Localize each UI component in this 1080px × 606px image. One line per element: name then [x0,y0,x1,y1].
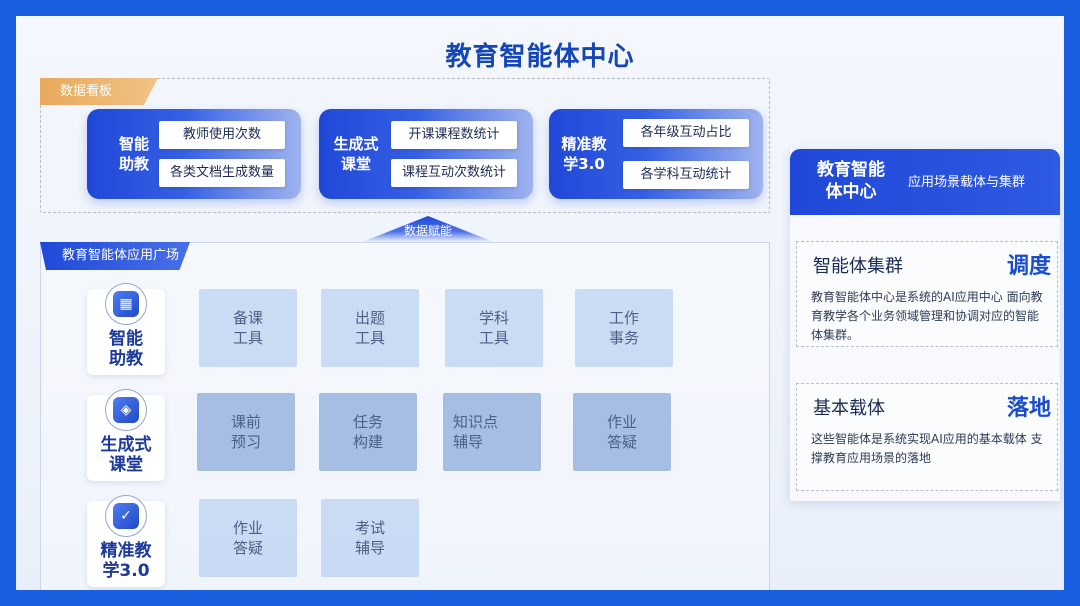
center-panel-subtitle: 应用场景载体与集群 [908,175,1026,190]
row-label: 生成式 课堂 [100,435,152,475]
tool-card[interactable]: 工作 事务 [575,289,673,367]
user-check-icon: ✓ [105,495,147,537]
section-text: 这些智能体是系统实现AI应用的基本载体 支撑教育应用场景的落地 [811,432,1043,465]
tool-card[interactable]: 作业 答疑 [573,393,671,471]
section-tag: 调度 [1006,254,1051,279]
section-title: 基本载体 [813,398,885,419]
section-cluster: 智能体集群 调度 教育智能体中心是系统的AI应用中心 面向教育教学各个业务领域管… [796,241,1058,347]
data-board-tag: 数据看板 [40,78,158,105]
tool-card[interactable]: 学科 工具 [445,289,543,367]
module-name: 生成式 课堂 [333,135,379,173]
apps-icon: ▦ [105,283,147,325]
module-precision: 精准教 学3.0 各年级互动占比 各学科互动统计 [549,109,763,199]
tool-card[interactable]: 考试 辅导 [321,499,419,577]
metric-item: 各类文档生成数量 [159,159,285,187]
enable-label: 数据赋能 [403,224,452,238]
center-panel: 教育智能 体中心 应用场景载体与集群 智能体集群 调度 教育智能体中心是系统的A… [790,149,1060,501]
module-assistant: 智能 助教 教师使用次数 各类文档生成数量 [87,109,301,199]
center-panel-title: 教育智能 体中心 [817,160,885,202]
tool-card[interactable]: 课前 预习 [197,393,295,471]
metric-item: 教师使用次数 [159,121,285,149]
metric-item: 开课课程数统计 [391,121,517,149]
section-text: 教育智能体中心是系统的AI应用中心 面向教育教学各个业务领域管理和协调对应的智能… [811,290,1043,342]
row-assistant[interactable]: ▦ 智能 助教 [87,283,165,375]
tool-card[interactable]: 作业 答疑 [199,499,297,577]
slide-frame: 教育智能体中心 数据看板 智能 助教 教师使用次数 各类文档生成数量 生成式 课… [16,16,1064,590]
data-board: 数据看板 智能 助教 教师使用次数 各类文档生成数量 生成式 课堂 开课课程数统… [40,78,770,213]
row-precision[interactable]: ✓ 精准教 学3.0 [87,495,165,587]
module-classroom: 生成式 课堂 开课课程数统计 课程互动次数统计 [319,109,533,199]
page-title: 教育智能体中心 [445,42,635,72]
row-classroom[interactable]: ◈ 生成式 课堂 [87,389,165,481]
section-carrier: 基本载体 落地 这些智能体是系统实现AI应用的基本载体 支撑教育应用场景的落地 [796,383,1058,491]
metric-item: 各年级互动占比 [623,119,749,147]
tool-card[interactable]: 出题 工具 [321,289,419,367]
section-tag: 落地 [1006,396,1051,421]
tool-card[interactable]: 备课 工具 [199,289,297,367]
cube-icon: ◈ [105,389,147,431]
row-label: 智能 助教 [109,329,143,369]
metric-item: 各学科互动统计 [623,161,749,189]
tool-card[interactable]: 任务 构建 [319,393,417,471]
module-name: 智能 助教 [118,135,149,173]
plaza-tag: 教育智能体应用广场 [40,242,190,270]
metric-item: 课程互动次数统计 [391,159,517,187]
row-label: 精准教 学3.0 [100,541,152,581]
module-name: 精准教 学3.0 [561,135,607,173]
center-panel-header: 教育智能 体中心 应用场景载体与集群 [790,149,1060,215]
section-title: 智能体集群 [813,256,903,277]
application-plaza: 教育智能体应用广场 ▦ 智能 助教 备课 工具 出题 工具 学科 工具 工作 事… [40,242,770,590]
tool-card[interactable]: 知识点 辅导 [443,393,541,471]
